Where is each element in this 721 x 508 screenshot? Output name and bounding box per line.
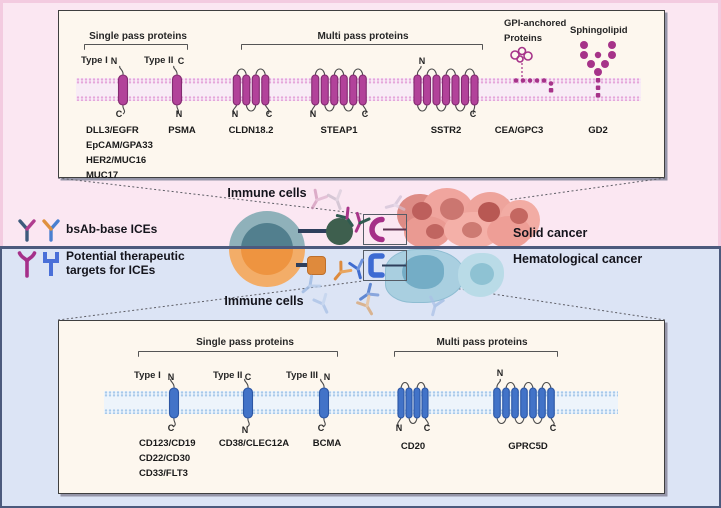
protein-name: DLL3/EGFR	[86, 125, 139, 136]
gprc5d-n-term: N	[496, 368, 504, 378]
protein-cd20-glyph	[397, 381, 429, 427]
type1-c-term: C	[115, 109, 123, 119]
type3-c-term: C	[317, 423, 325, 433]
bsab-legend-label: bsAb-base ICEs	[66, 222, 158, 236]
protein-name: CD38/CLEC12A	[218, 438, 290, 449]
protein-name: GD2	[588, 125, 608, 136]
protein-cldn18-glyph	[232, 68, 270, 115]
solid-targets-panel: Single pass proteins Multi pass proteins…	[58, 10, 665, 181]
protein-steap1-glyph	[311, 68, 367, 115]
type1-n-term: N	[110, 56, 118, 66]
cldn-c-term: C	[265, 109, 273, 119]
hema-protein-glyphs	[168, 378, 555, 428]
protein-name: MUC17	[86, 170, 119, 181]
protein-name: EpCAM/GPA33	[86, 140, 153, 151]
sstr-c-term: C	[469, 109, 477, 119]
type1-c-term: C	[167, 423, 175, 433]
targets-legend-label-2: targets for ICEs	[66, 263, 156, 277]
protein-name: CD123/CD19	[139, 438, 196, 449]
protein-name: CEA/GPC3	[494, 125, 544, 136]
receptor-bracket-icon	[43, 252, 59, 276]
type2-c-term: C	[177, 56, 185, 66]
type2-c-term: C	[244, 372, 252, 382]
type3-n-term: N	[323, 372, 331, 382]
protein-type3-glyph	[320, 378, 326, 428]
single-pass-bracket	[84, 44, 188, 50]
single-pass-header: Single pass proteins	[89, 31, 187, 42]
immune-cells-label-bottom: Immune cells	[224, 294, 304, 308]
protein-name: GPRC5D	[508, 441, 548, 452]
targets-legend-icons	[17, 251, 59, 278]
single-pass-header: Single pass proteins	[196, 337, 294, 348]
protein-name: CLDN18.2	[228, 125, 274, 136]
green-receptor-connector	[298, 229, 328, 233]
membrane-bottom	[104, 391, 618, 414]
gpi-header-2: Proteins	[504, 33, 543, 44]
type3-label: Type III	[286, 370, 319, 381]
bsab-legend-icons	[18, 219, 60, 242]
sphingolipid-header: Sphingolipid	[570, 25, 628, 36]
hema-target-callout-box	[363, 250, 407, 281]
multi-pass-header: Multi pass proteins	[317, 31, 409, 42]
cd20-n-term: N	[395, 423, 403, 433]
magenta-target-receptor-icon	[369, 216, 406, 243]
membrane-top	[76, 78, 641, 101]
protein-type2-glyph	[173, 65, 180, 115]
solid-cancer-label: Solid cancer	[513, 226, 588, 240]
protein-name: PSMA	[168, 125, 196, 136]
type1-label: Type I	[81, 55, 108, 66]
protein-type1-glyph	[170, 378, 176, 428]
protein-name: STEAP1	[320, 125, 358, 136]
steap-n-term: N	[309, 109, 317, 119]
solid-protein-glyphs	[117, 41, 616, 115]
gpi-header-1: GPI-anchored	[504, 18, 567, 29]
targets-legend-label-1: Potential therapeutic	[66, 249, 185, 263]
gpi-bead-chain	[513, 78, 554, 93]
protein-sstr2-glyph	[416, 65, 476, 115]
protein-gprc5d-glyph	[496, 378, 555, 427]
protein-type2-glyph	[244, 378, 250, 428]
protein-name: CD33/FLT3	[139, 468, 188, 479]
immune-cell-nucleus	[241, 223, 293, 275]
cldn-n-term: N	[231, 109, 239, 119]
protein-name: SSTR2	[430, 125, 462, 136]
immune-cells-label-top: Immune cells	[227, 186, 307, 200]
type1-n-term: N	[167, 372, 175, 382]
type2-n-term: N	[241, 425, 249, 435]
gprc5d-c-term: C	[549, 423, 557, 433]
type2-label: Type II	[213, 370, 243, 381]
protein-name: CD22/CD30	[139, 453, 191, 464]
type2-n-term: N	[175, 109, 183, 119]
solid-target-callout-box	[363, 214, 407, 245]
steap-c-term: C	[361, 109, 369, 119]
protein-type1-glyph	[119, 65, 126, 115]
multi-pass-header: Multi pass proteins	[436, 337, 528, 348]
receptor-y-icon	[17, 251, 37, 278]
cd20-c-term: C	[423, 423, 431, 433]
single-pass-bracket	[138, 351, 338, 357]
multi-pass-bracket	[394, 351, 558, 357]
sphingolipid-glyph	[580, 41, 616, 98]
orange-receptor	[307, 256, 326, 275]
blue-target-receptor-icon	[368, 253, 406, 278]
type1-label: Type I	[134, 370, 161, 381]
protein-name: BCMA	[312, 438, 342, 449]
hema-cancer-label: Hematological cancer	[513, 252, 643, 266]
gpi-anchored-glyph	[510, 46, 533, 78]
protein-name: CD20	[400, 441, 426, 452]
multi-pass-bracket	[241, 44, 483, 50]
green-receptor	[326, 218, 353, 245]
sstr-n-term: N	[418, 56, 426, 66]
type2-label: Type II	[144, 55, 174, 66]
protein-name: HER2/MUC16	[86, 155, 147, 166]
hema-targets-panel: Single pass proteins Multi pass proteins…	[58, 320, 665, 494]
